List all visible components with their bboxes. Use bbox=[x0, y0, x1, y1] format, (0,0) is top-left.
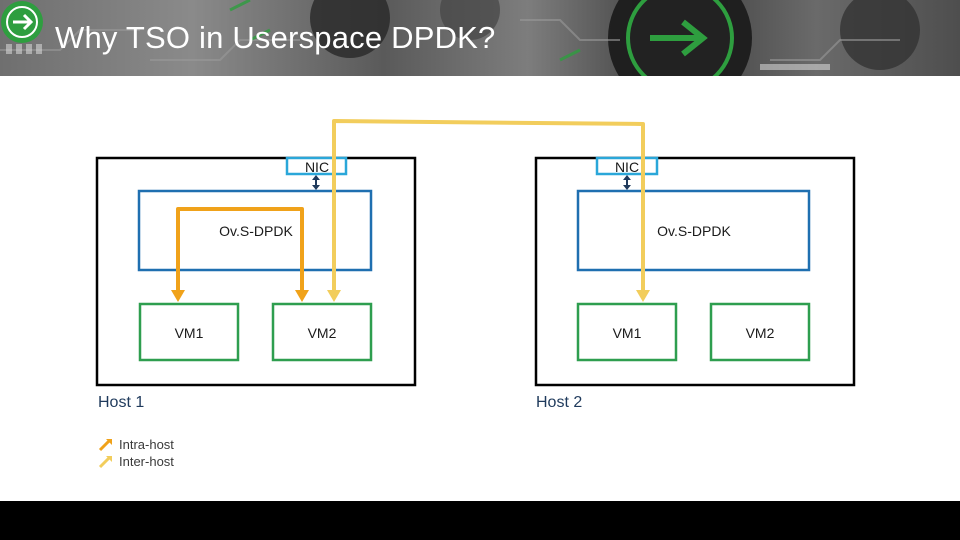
host-1-label: Host 1 bbox=[98, 394, 145, 411]
arrow-logo-icon bbox=[1, 1, 43, 43]
intra-host-arrowhead-vm2 bbox=[295, 290, 309, 302]
header-banner: Why TSO in Userspace DPDK? bbox=[0, 0, 960, 76]
host-1-vm2-label: VM2 bbox=[308, 325, 337, 341]
intra-host-arrow-icon bbox=[98, 438, 112, 451]
host-1-vm2-box bbox=[271, 302, 373, 362]
host-2-vm2-box bbox=[709, 302, 811, 362]
host-2-nic-label: NIC bbox=[615, 159, 639, 175]
banner-texture bbox=[0, 0, 920, 76]
legend-item-inter-host: Inter-host bbox=[98, 453, 174, 470]
host-2-vm2-label: VM2 bbox=[746, 325, 775, 341]
host-2-vm1-label: VM1 bbox=[613, 325, 642, 341]
legend-label-intra-host: Intra-host bbox=[119, 437, 174, 452]
inter-host-arrowhead-host2 bbox=[636, 290, 650, 302]
host-1-ovs-label: Ov.S-DPDK bbox=[219, 223, 293, 239]
intra-host-path bbox=[176, 207, 304, 294]
host-2-ovs-box bbox=[576, 189, 811, 272]
inter-host-arrowhead-host1 bbox=[327, 290, 341, 302]
host-1-vm1-label: VM1 bbox=[175, 325, 204, 341]
slide-title: Why TSO in Userspace DPDK? bbox=[55, 20, 496, 55]
host-1-vm1-box bbox=[138, 302, 240, 362]
host-2-label: Host 2 bbox=[536, 394, 583, 411]
host-1-nic-label: NIC bbox=[305, 159, 329, 175]
inter-host-path bbox=[332, 119, 645, 294]
footer-bar bbox=[0, 501, 960, 540]
host-2-ovs-label: Ov.S-DPDK bbox=[657, 223, 731, 239]
intra-host-arrowhead-vm1 bbox=[171, 290, 185, 302]
host-2-nic-ovs-link bbox=[623, 175, 631, 190]
inter-host-arrow-icon bbox=[98, 455, 112, 468]
host-1-nic-ovs-link bbox=[312, 175, 320, 190]
legend-label-inter-host: Inter-host bbox=[119, 454, 174, 469]
host-1-nic-box bbox=[285, 156, 348, 176]
host-2-vm1-box bbox=[576, 302, 678, 362]
legend: Intra-host Inter-host bbox=[98, 436, 174, 470]
legend-item-intra-host: Intra-host bbox=[98, 436, 174, 453]
